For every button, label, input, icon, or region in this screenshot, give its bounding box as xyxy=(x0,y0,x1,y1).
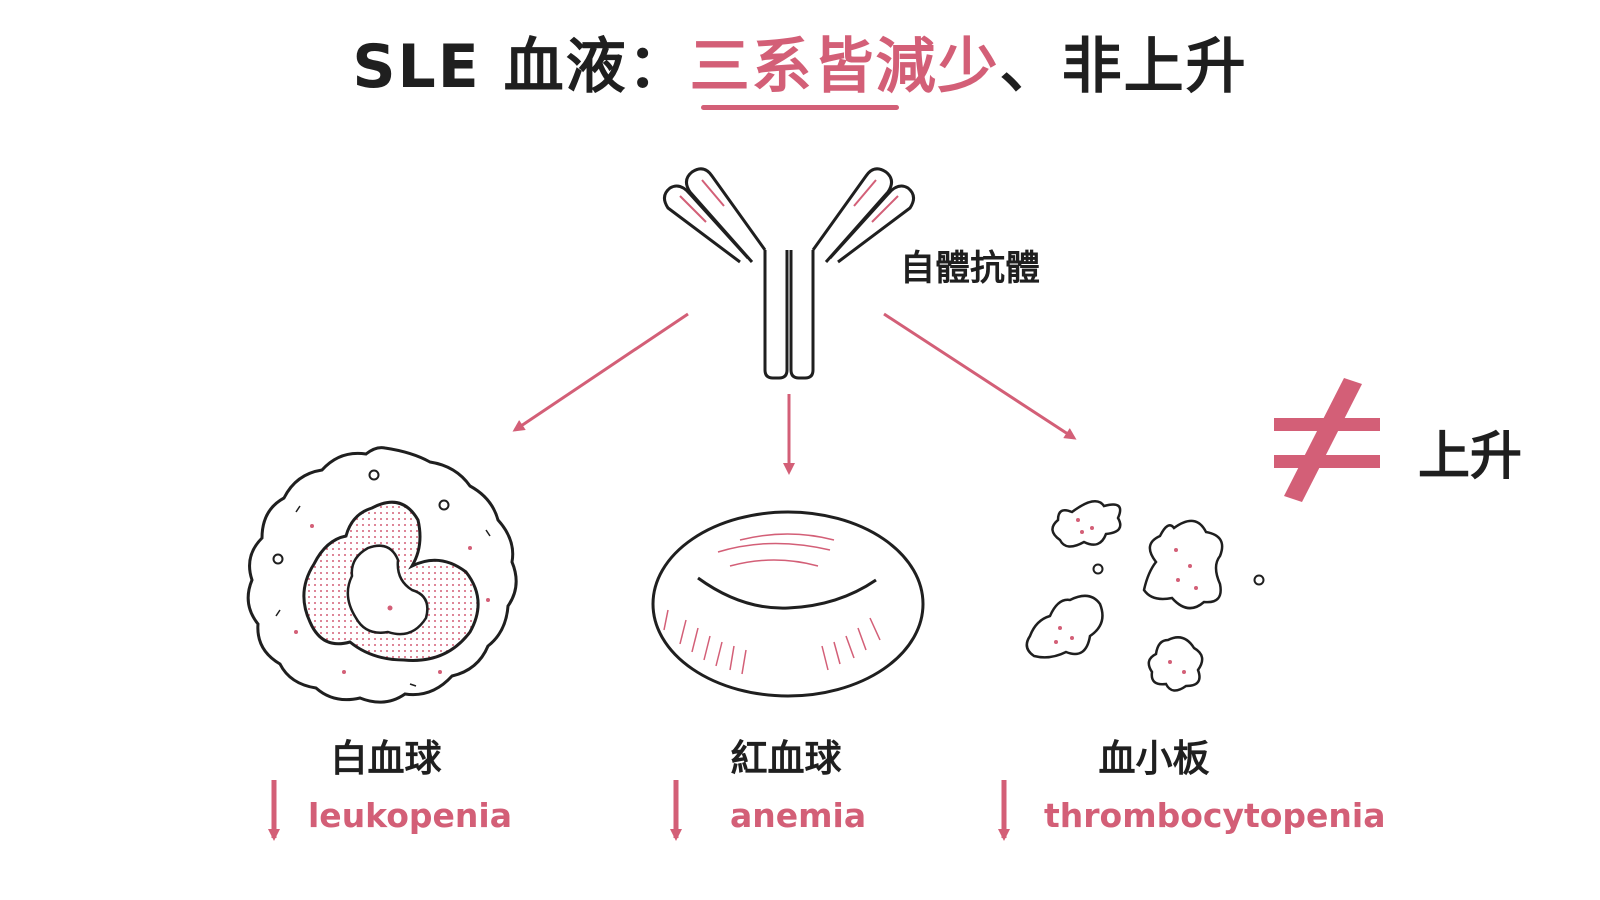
term-thrombocytopenia: thrombocytopenia xyxy=(1044,796,1386,835)
title-prefix: SLE 血液： xyxy=(352,32,690,102)
page-title: SLE 血液：三系皆減少、非上升 xyxy=(0,18,1600,105)
arrow-to-platelets xyxy=(883,312,1077,440)
antibody-label: 自體抗體 xyxy=(900,249,1041,289)
arrow-to-wbc xyxy=(512,312,689,432)
antibody-icon xyxy=(663,167,915,380)
cell-label-rbc: 紅血球 xyxy=(730,737,842,780)
term-leukopenia: leukopenia xyxy=(308,796,512,835)
platelets-icon xyxy=(1025,499,1265,692)
term-anemia: anemia xyxy=(730,796,867,835)
title-highlight: 三系皆減少 xyxy=(689,32,1000,102)
cell-label-platelets: 血小板 xyxy=(1098,737,1210,780)
cell-label-wbc: 白血球 xyxy=(330,737,442,780)
not-equal-label: 上升 xyxy=(1418,427,1523,487)
white-blood-cell-icon xyxy=(246,446,518,704)
title-underline xyxy=(701,105,899,110)
title-suffix: 、非上升 xyxy=(999,32,1248,102)
red-blood-cell-icon xyxy=(651,510,925,698)
